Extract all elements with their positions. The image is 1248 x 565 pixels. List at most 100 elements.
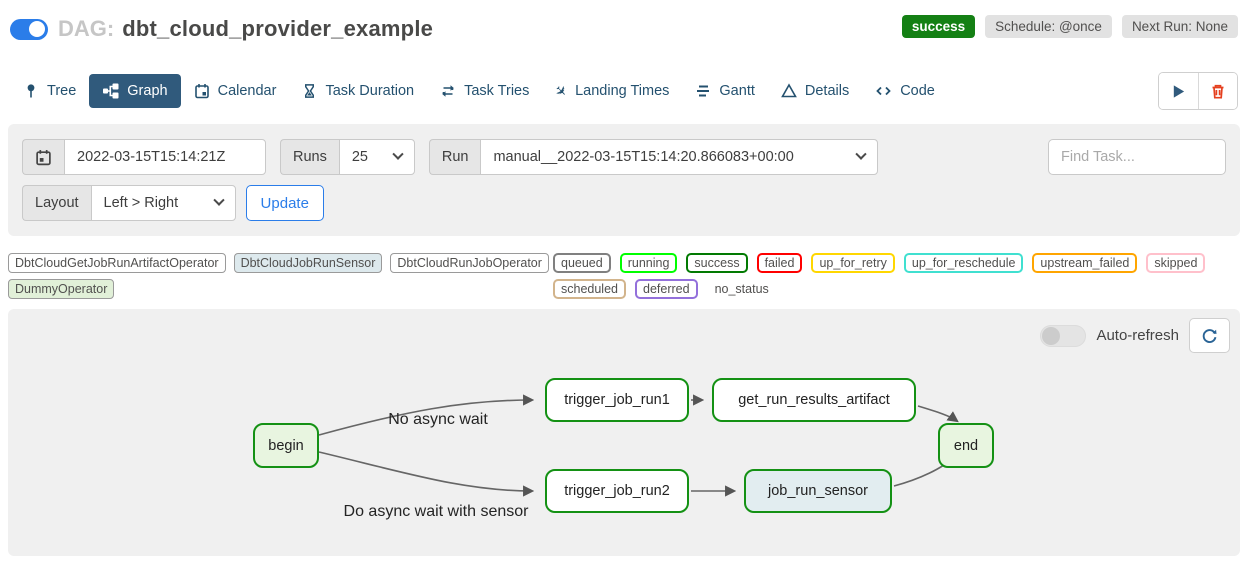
operator-badge: DbtCloudJobRunSensor [233,253,383,273]
trash-icon [1212,84,1224,99]
tab-tree[interactable]: Tree [10,74,89,108]
tab-label: Gantt [719,83,755,99]
tab-label: Graph [127,83,168,99]
dag-actions [1158,72,1238,110]
status-legend-badge: queued [553,253,611,273]
graph-panel: Auto-refresh begin trigger_job_run1 get_… [8,309,1240,556]
legend: DbtCloudGetJobRunArtifactOperator DbtClo… [8,253,1240,299]
find-task-input[interactable] [1048,139,1226,175]
calendar-icon [36,149,51,165]
task-node[interactable]: job_run_sensor [744,469,892,513]
tab-gantt[interactable]: Gantt [682,74,767,108]
tab-label: Task Duration [325,83,415,99]
runs-label: Runs [280,139,339,175]
play-icon [1173,84,1185,98]
status-legend-badge: success [686,253,748,273]
edge-label-no-async: No async wait [388,411,488,428]
schedule-badge: Schedule: @once [985,14,1112,38]
graph-icon [103,83,119,99]
runs-value: 25 [351,149,368,165]
tab-task-duration[interactable]: Task Duration [289,74,427,108]
base-date-group [22,139,266,175]
dag-header: DAG: dbt_cloud_provider_example success … [0,0,1248,42]
status-legend-badge: up_for_retry [811,253,895,273]
task-node[interactable]: trigger_job_run2 [545,469,689,513]
status-legend-badge: scheduled [553,279,626,299]
status-legend: queued running success failed up_for_ret… [553,253,1240,299]
layout-group: Layout Left > Right [22,185,236,221]
tab-label: Code [900,83,935,99]
repeat-icon [442,85,454,97]
next-run-badge: Next Run: None [1121,14,1238,38]
status-badge: success [901,14,976,38]
operator-badge: DummyOperator [8,279,115,299]
runs-select[interactable]: 25 [338,139,415,175]
view-tabbar: Tree Graph Calendar Task Duration Task T… [10,72,1238,110]
gantt-icon [697,85,710,97]
runs-group: Runs 25 [280,139,415,175]
chevron-down-icon [392,148,404,160]
refresh-button[interactable] [1189,318,1230,353]
dag-title: dbt_cloud_provider_example [122,16,434,41]
tab-details[interactable]: Details [768,74,862,108]
dag-prefix-label: DAG: [58,16,115,41]
status-legend-badge: failed [756,253,803,273]
task-node[interactable]: trigger_job_run1 [545,378,689,422]
calendar-icon [194,84,209,99]
operator-badge: DbtCloudGetJobRunArtifactOperator [8,253,226,273]
calendar-addon [22,139,64,175]
refresh-icon [1202,329,1217,343]
status-legend-badge: skipped [1146,253,1206,273]
tab-code[interactable]: Code [862,74,948,108]
tab-label: Landing Times [575,83,670,99]
tab-graph[interactable]: Graph [89,74,181,108]
chevron-down-icon [212,194,225,206]
edge-begin-trigger1 [318,394,535,436]
hourglass-icon [305,84,315,98]
tab-landing-times[interactable]: ✈ Landing Times [542,74,682,109]
tab-calendar[interactable]: Calendar [181,74,290,108]
run-group: Run manual__2022-03-15T15:14:20.866083+0… [428,139,879,175]
run-select[interactable]: manual__2022-03-15T15:14:20.866083+00:00 [480,139,879,175]
chevron-down-icon [855,148,868,160]
layout-value: Left > Right [103,195,179,211]
toggle-knob [1042,326,1061,345]
layout-select[interactable]: Left > Right [90,185,236,221]
edge-artifact-end [917,405,959,423]
status-legend-badge: deferred [635,279,698,299]
status-legend-badge: no_status [706,279,777,299]
triangle-icon [781,83,797,98]
filter-panel: Runs 25 Run manual__2022-03-15T15:14:20.… [8,124,1240,236]
filter-row-1: Runs 25 Run manual__2022-03-15T15:14:20.… [22,139,1226,175]
run-label: Run [428,139,481,175]
tab-label: Details [804,83,850,99]
tab-label: Calendar [217,83,277,99]
plane-landing-icon: ✈ [551,80,572,101]
operator-legend: DbtCloudGetJobRunArtifactOperator DbtClo… [8,253,553,299]
tab-label: Task Tries [464,83,530,99]
task-node[interactable]: begin [253,423,319,468]
filter-row-2: Layout Left > Right Update [22,185,1226,221]
task-node[interactable]: get_run_results_artifact [712,378,916,422]
layout-label: Layout [22,185,91,221]
graph-toolbar: Auto-refresh [1040,318,1230,353]
edge-label-async-sensor: Do async wait with sensor [343,503,529,520]
status-legend-badge: running [619,253,678,273]
dag-pause-toggle[interactable] [10,18,48,40]
dag-edges [318,394,959,497]
edge-begin-trigger2 [318,451,535,497]
delete-dag-button[interactable] [1198,73,1237,109]
auto-refresh-label: Auto-refresh [1096,327,1179,344]
tree-icon [27,84,35,98]
auto-refresh-toggle[interactable] [1040,324,1087,347]
tab-label: Tree [47,83,77,99]
run-value: manual__2022-03-15T15:14:20.866083+00:00 [493,149,794,165]
status-legend-badge: up_for_reschedule [903,253,1024,273]
update-button[interactable]: Update [245,185,324,221]
trigger-dag-button[interactable] [1159,73,1198,109]
tab-task-tries[interactable]: Task Tries [427,74,542,108]
task-node[interactable]: end [938,423,994,468]
toggle-knob [29,21,45,37]
operator-badge: DbtCloudRunJobOperator [390,253,549,273]
base-date-input[interactable] [64,139,266,175]
